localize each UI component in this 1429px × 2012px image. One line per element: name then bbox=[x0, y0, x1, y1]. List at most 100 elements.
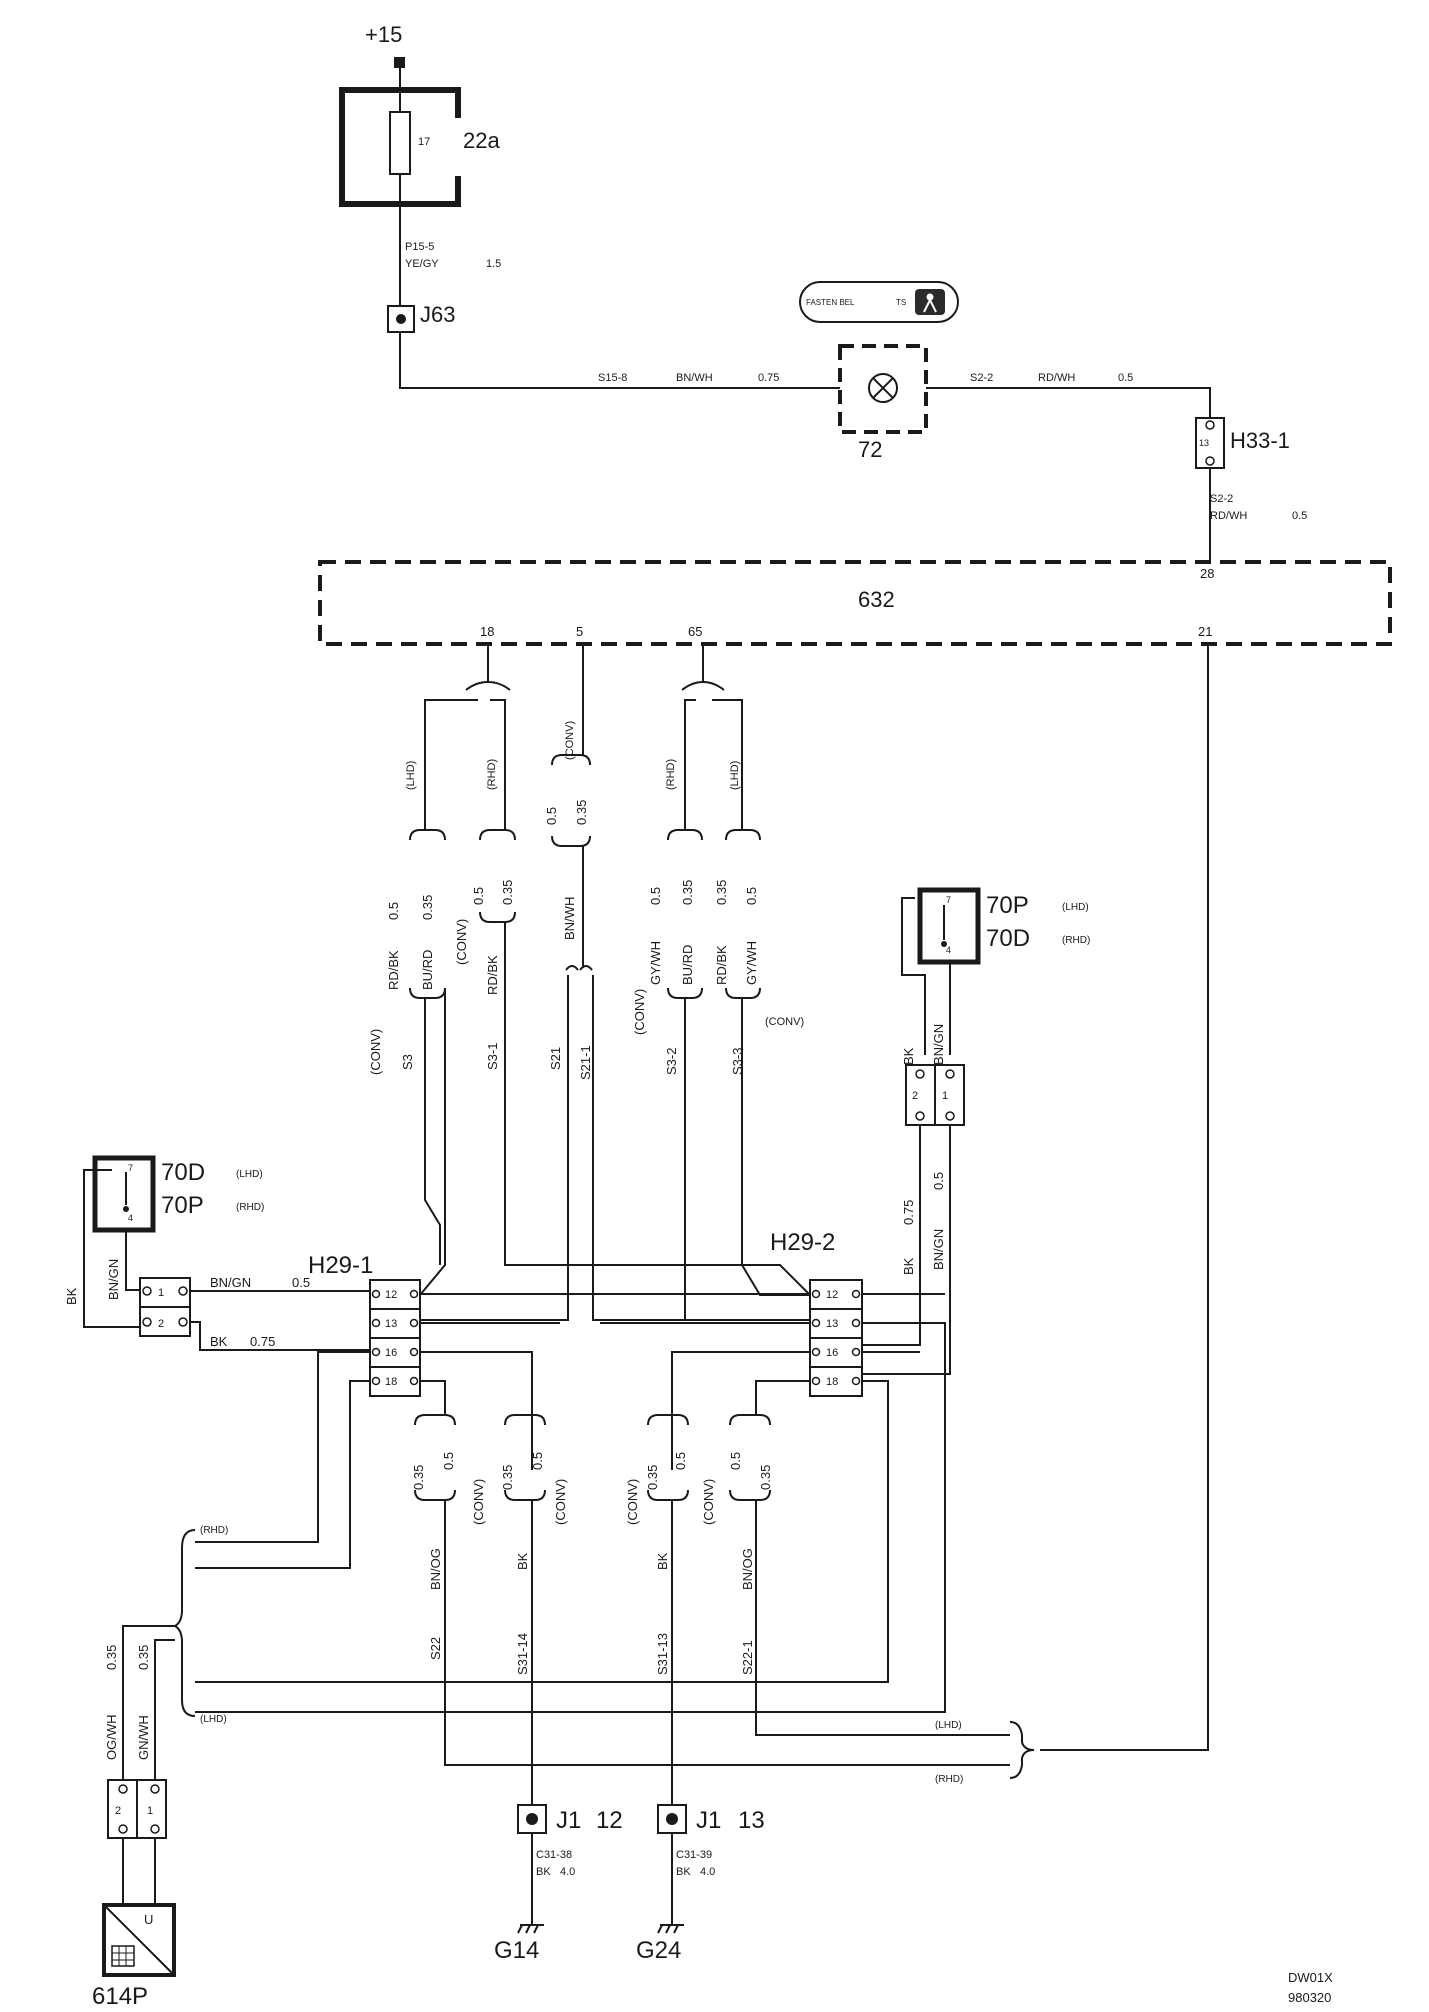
wire-p15-circuit: P15-5 bbox=[405, 241, 434, 253]
supply-label: +15 bbox=[365, 22, 402, 47]
svg-text:1: 1 bbox=[147, 1805, 153, 1817]
wire-s2-color: RD/WH bbox=[1038, 372, 1075, 384]
svg-text:0.35: 0.35 bbox=[136, 1645, 151, 1670]
svg-text:BK: BK bbox=[515, 1552, 530, 1570]
svg-text:70P: 70P bbox=[161, 1192, 204, 1219]
svg-text:(RHD): (RHD) bbox=[935, 1774, 963, 1785]
tag-rhd-2: (RHD) bbox=[665, 759, 677, 790]
svg-text:12: 12 bbox=[596, 1807, 623, 1834]
svg-text:S22-1: S22-1 bbox=[740, 1640, 755, 1675]
svg-text:0.5: 0.5 bbox=[673, 1452, 688, 1470]
svg-text:BN/OG: BN/OG bbox=[740, 1548, 755, 1590]
svg-text:BK: BK bbox=[64, 1287, 79, 1305]
svg-text:13: 13 bbox=[1199, 438, 1209, 448]
svg-text:72: 72 bbox=[858, 437, 882, 462]
svg-text:0.5: 0.5 bbox=[744, 887, 759, 905]
footer-date: 980320 bbox=[1288, 1990, 1331, 2005]
svg-text:0.35: 0.35 bbox=[104, 1645, 119, 1670]
svg-text:0.5: 0.5 bbox=[530, 1452, 545, 1470]
svg-text:(RHD): (RHD) bbox=[236, 1202, 264, 1213]
svg-text:(RHD): (RHD) bbox=[1062, 935, 1090, 946]
junction-j63: J63 bbox=[387, 302, 455, 333]
svg-text:GN/WH: GN/WH bbox=[136, 1715, 151, 1760]
connector-h29-2: H29-2 12 13 16 18 bbox=[770, 1229, 863, 1397]
svg-text:0.5: 0.5 bbox=[728, 1452, 743, 1470]
svg-text:65: 65 bbox=[688, 624, 702, 639]
supply-terminal bbox=[394, 57, 405, 68]
svg-text:7: 7 bbox=[946, 895, 951, 905]
wire-s2-circuit: S2-2 bbox=[970, 372, 993, 384]
svg-text:0.5: 0.5 bbox=[648, 887, 663, 905]
svg-text:0.5: 0.5 bbox=[931, 1172, 946, 1190]
svg-text:0.5: 0.5 bbox=[441, 1452, 456, 1470]
svg-text:0.35: 0.35 bbox=[714, 880, 729, 905]
svg-text:13: 13 bbox=[385, 1318, 397, 1330]
svg-text:G14: G14 bbox=[494, 1937, 539, 1964]
svg-text:FASTEN BEL: FASTEN BEL bbox=[806, 298, 855, 307]
ground-icon bbox=[517, 1924, 544, 1934]
control-module-632: 632 28 18 5 65 21 bbox=[318, 560, 1392, 646]
svg-text:(CONV): (CONV) bbox=[765, 1016, 804, 1028]
svg-text:0.5: 0.5 bbox=[386, 902, 401, 920]
svg-text:C31-39: C31-39 bbox=[676, 1849, 712, 1861]
svg-text:2: 2 bbox=[115, 1805, 121, 1817]
wire-s2b-size: 0.5 bbox=[1292, 510, 1307, 522]
svg-text:4.0: 4.0 bbox=[700, 1866, 715, 1878]
svg-text:0.35: 0.35 bbox=[680, 880, 695, 905]
svg-text:21: 21 bbox=[1198, 624, 1212, 639]
wire-s2-size: 0.5 bbox=[1118, 372, 1133, 384]
junction-j1-13: J1 13 C31-39 BK 4.0 G24 bbox=[636, 1804, 765, 1964]
tag-lhd-1: (LHD) bbox=[405, 761, 417, 790]
svg-text:4: 4 bbox=[946, 945, 951, 955]
svg-text:BU/RD: BU/RD bbox=[420, 950, 435, 990]
wire-p15-size: 1.5 bbox=[486, 258, 501, 270]
svg-text:13: 13 bbox=[738, 1807, 765, 1834]
ground-icon bbox=[657, 1924, 684, 1934]
svg-text:4: 4 bbox=[128, 1213, 133, 1223]
svg-text:GY/WH: GY/WH bbox=[648, 941, 663, 985]
svg-text:16: 16 bbox=[385, 1347, 397, 1359]
svg-text:0.5: 0.5 bbox=[471, 887, 486, 905]
svg-text:S3-1: S3-1 bbox=[485, 1043, 500, 1070]
svg-text:16: 16 bbox=[826, 1347, 838, 1359]
svg-text:S21-1: S21-1 bbox=[578, 1045, 593, 1080]
svg-text:J1: J1 bbox=[556, 1807, 581, 1834]
svg-text:H33-1: H33-1 bbox=[1230, 428, 1290, 453]
svg-text:(CONV): (CONV) bbox=[625, 1479, 640, 1525]
svg-text:S22: S22 bbox=[428, 1637, 443, 1660]
svg-text:28: 28 bbox=[1200, 566, 1214, 581]
svg-text:(CONV): (CONV) bbox=[553, 1479, 568, 1525]
svg-text:GY/WH: GY/WH bbox=[744, 941, 759, 985]
svg-text:J1: J1 bbox=[696, 1807, 721, 1834]
svg-text:13: 13 bbox=[826, 1318, 838, 1330]
svg-text:0.5: 0.5 bbox=[544, 807, 559, 825]
junction-j1-12: J1 12 C31-38 BK 4.0 G14 bbox=[494, 1804, 623, 1964]
svg-text:70P: 70P bbox=[986, 892, 1029, 919]
svg-text:12: 12 bbox=[385, 1289, 397, 1301]
wire-s2b-circuit: S2-2 bbox=[1210, 493, 1233, 505]
wire-s15-size: 0.75 bbox=[758, 372, 779, 384]
svg-text:(RHD): (RHD) bbox=[200, 1525, 228, 1536]
svg-text:(CONV): (CONV) bbox=[701, 1479, 716, 1525]
tag-conv-1: (CONV) bbox=[564, 721, 576, 760]
svg-text:0.35: 0.35 bbox=[645, 1465, 660, 1490]
svg-text:(CONV): (CONV) bbox=[454, 919, 469, 965]
keypad-icon bbox=[111, 1945, 135, 1967]
svg-text:G24: G24 bbox=[636, 1937, 681, 1964]
svg-text:H29-1: H29-1 bbox=[308, 1252, 373, 1279]
svg-text:(CONV): (CONV) bbox=[368, 1029, 383, 1075]
svg-text:(LHD): (LHD) bbox=[1062, 902, 1089, 913]
fuse-number: 17 bbox=[418, 136, 430, 148]
wire-s15-color: BN/WH bbox=[676, 372, 713, 384]
svg-text:(LHD): (LHD) bbox=[200, 1714, 227, 1725]
fuse-box-id: 22a bbox=[463, 128, 500, 153]
svg-text:S3-3: S3-3 bbox=[730, 1048, 745, 1075]
svg-text:H29-2: H29-2 bbox=[770, 1229, 835, 1256]
svg-text:0.75: 0.75 bbox=[901, 1200, 916, 1225]
svg-text:RD/BK: RD/BK bbox=[714, 945, 729, 985]
svg-text:BN/OG: BN/OG bbox=[428, 1548, 443, 1590]
svg-text:0.35: 0.35 bbox=[758, 1465, 773, 1490]
switch-70d-70p-left: 7 4 70D 70P (LHD) (RHD) BK BN/GN 1 2 bbox=[64, 1155, 264, 1337]
fuse-box-22a: 17 22a bbox=[339, 87, 500, 207]
svg-text:BK: BK bbox=[901, 1047, 916, 1065]
